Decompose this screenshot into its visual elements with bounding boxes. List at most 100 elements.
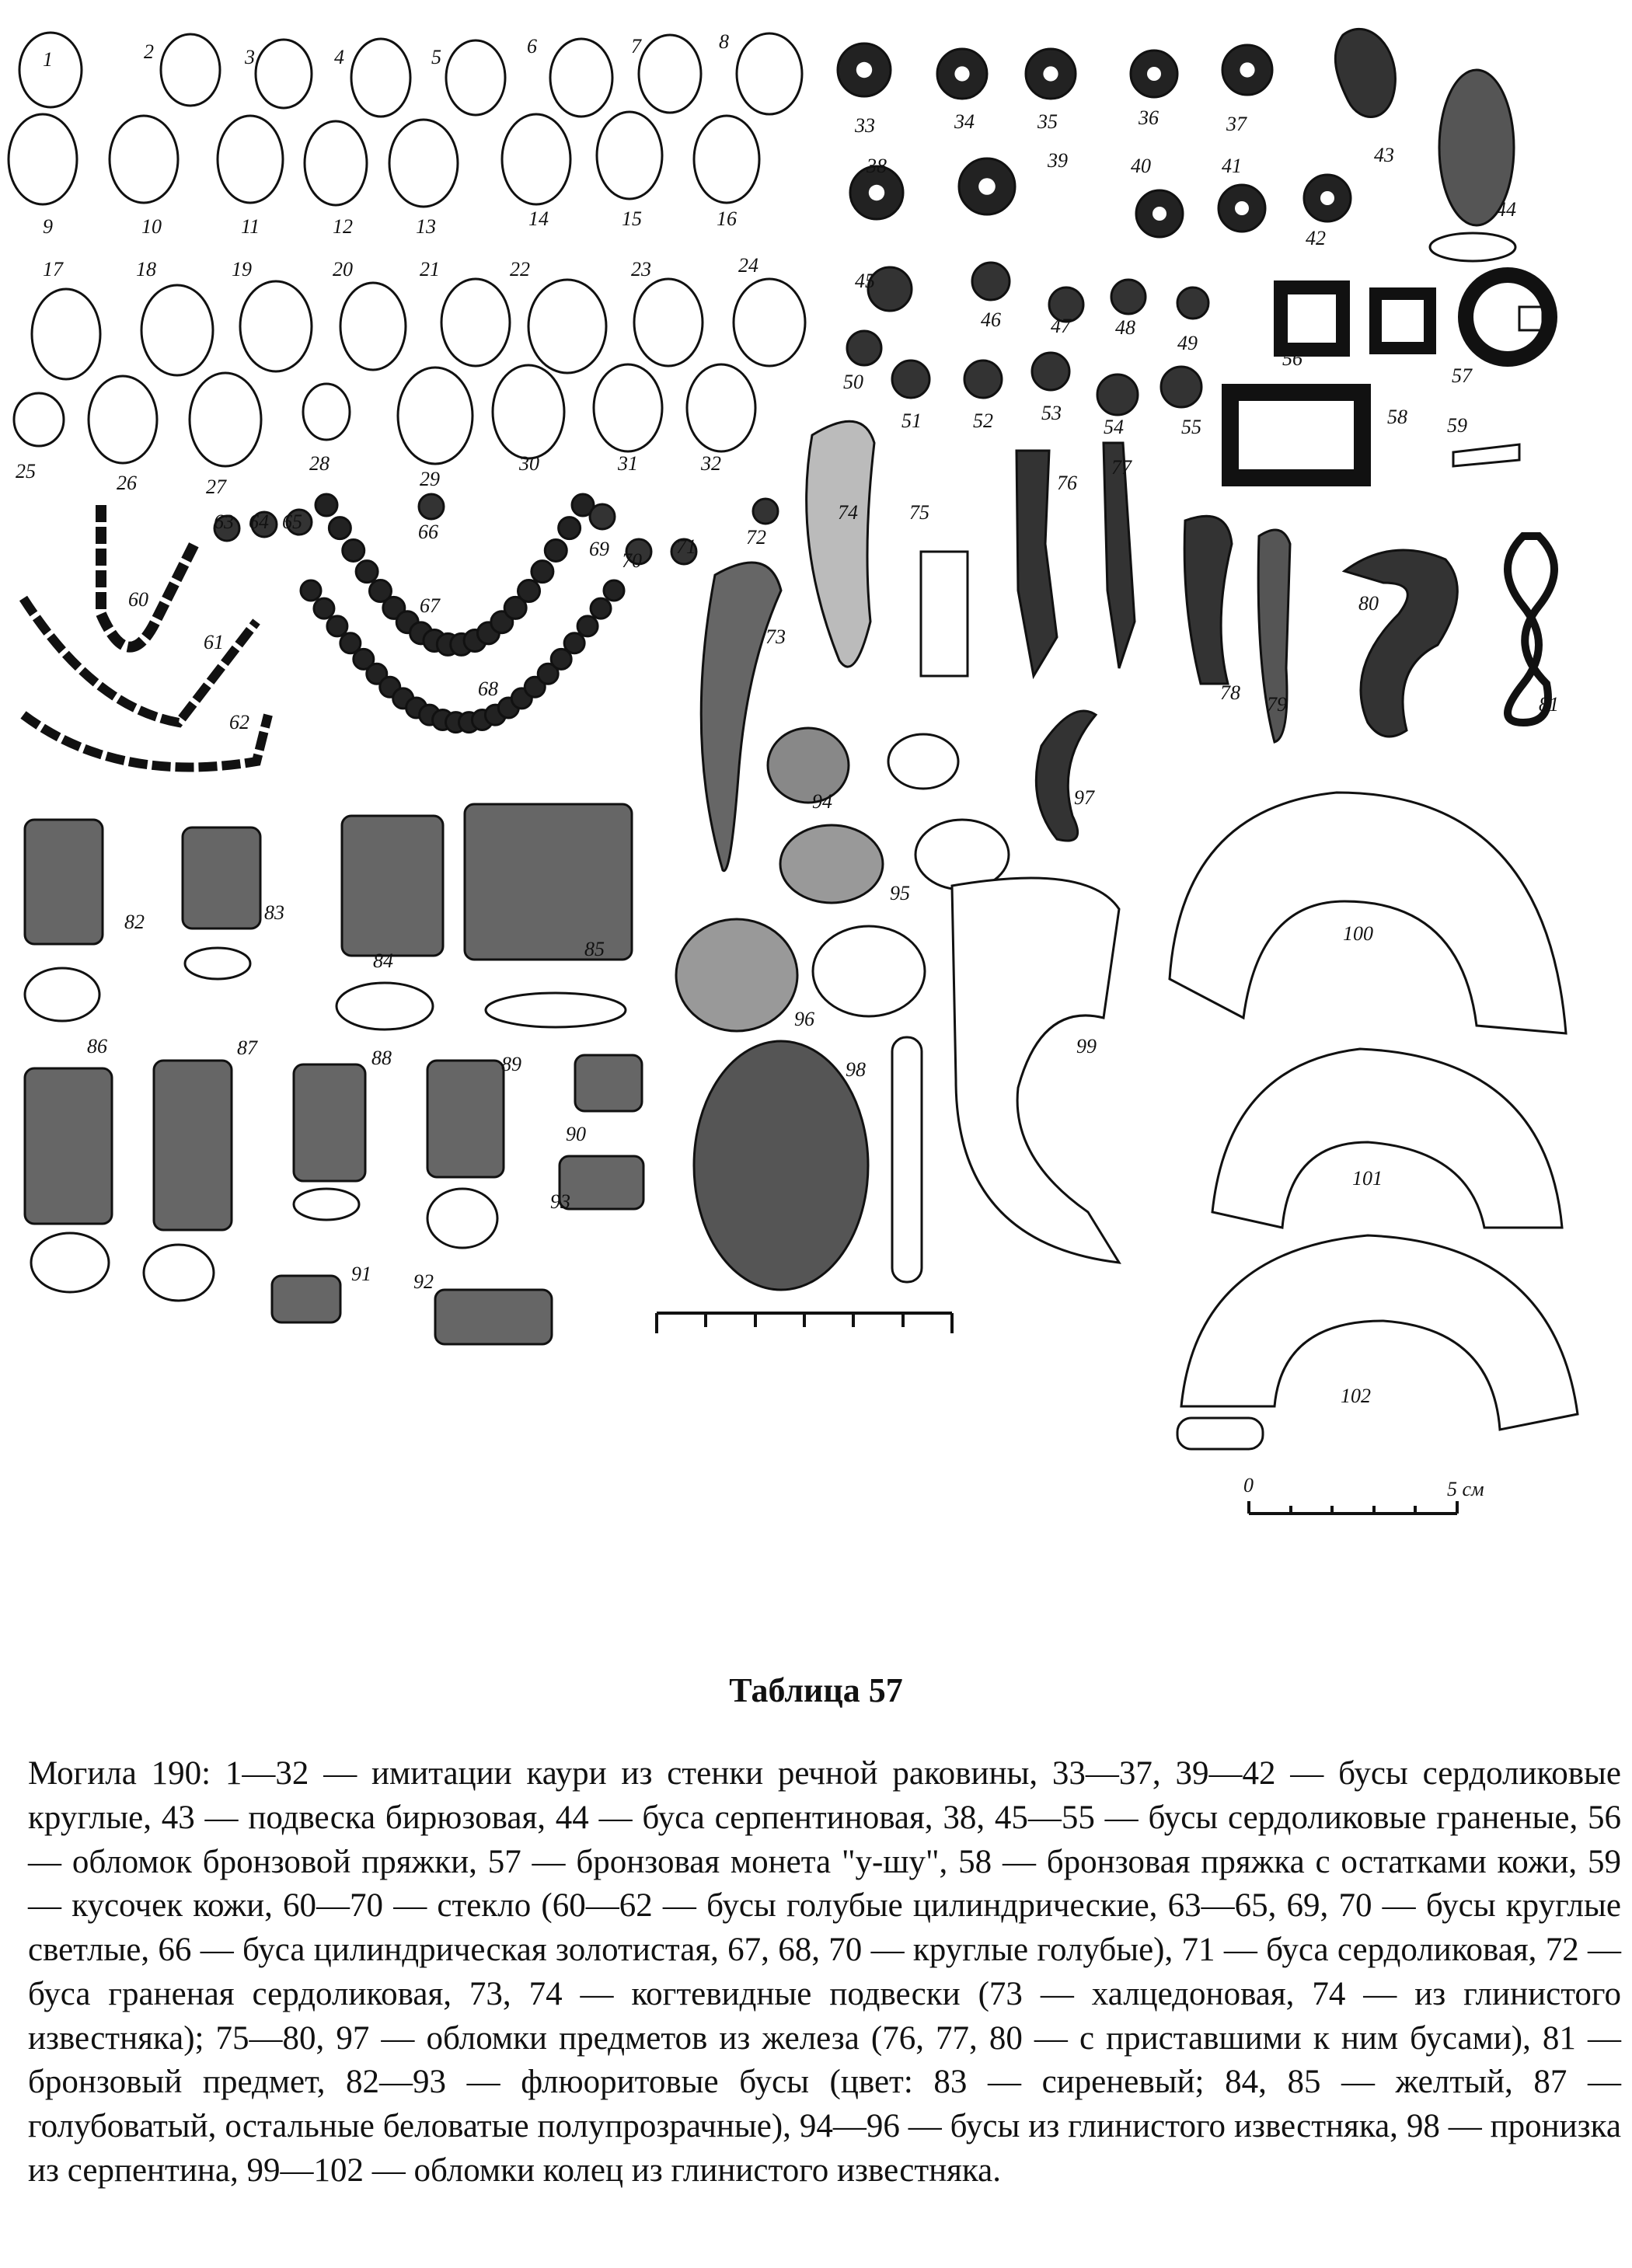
item-number-label: 4 xyxy=(334,46,344,68)
bronze-object xyxy=(1504,532,1558,727)
faceted-bead xyxy=(963,359,1003,399)
item-number-label: 10 xyxy=(141,215,162,238)
cowrie-bead xyxy=(108,114,180,204)
bead-hole xyxy=(1240,62,1255,78)
item-number-label: 46 xyxy=(981,308,1001,331)
bead-section xyxy=(811,925,926,1018)
item-number-label: 62 xyxy=(229,711,249,733)
item-number-label: 78 xyxy=(1220,681,1240,704)
claw-pendant xyxy=(805,420,876,668)
fluorite-bead xyxy=(270,1274,342,1324)
item-number-label: 7 xyxy=(631,35,642,57)
item-number-label: 67 xyxy=(420,594,441,617)
item-number-label: 84 xyxy=(373,949,393,972)
ring-fragment xyxy=(950,876,1121,1264)
fluorite-bead xyxy=(463,803,633,961)
blue-glass-bead xyxy=(576,615,599,638)
item-number-label: 82 xyxy=(124,911,145,933)
blue-glass-bead xyxy=(339,632,362,655)
scale-bar-small xyxy=(655,1312,954,1333)
item-number-label: 20 xyxy=(333,258,353,280)
item-number-label: 54 xyxy=(1104,416,1124,438)
item-number-label: 22 xyxy=(510,258,530,280)
item-number-label: 39 xyxy=(1047,149,1068,172)
item-number-label: 52 xyxy=(973,409,993,432)
glass-bead-string xyxy=(96,505,200,653)
item-number-label: 92 xyxy=(413,1270,434,1293)
bead-section xyxy=(335,981,434,1031)
item-number-label: 88 xyxy=(371,1047,392,1069)
cowrie-bead xyxy=(633,277,704,368)
fluorite-bead xyxy=(434,1288,553,1346)
bead-section xyxy=(30,1232,110,1294)
cowrie-bead xyxy=(254,38,313,110)
scale-bar-5cm xyxy=(1247,1501,1459,1515)
bead-section xyxy=(887,733,960,790)
item-number-label: 40 xyxy=(1131,155,1151,177)
bead-section xyxy=(292,1187,361,1221)
cowrie-bead xyxy=(216,114,284,204)
blue-glass-bead xyxy=(549,647,573,671)
faceted-bead xyxy=(867,266,913,312)
small-bead xyxy=(670,538,698,566)
item-number-label: 35 xyxy=(1037,110,1058,133)
faceted-bead xyxy=(1048,286,1085,323)
item-number-label: 49 xyxy=(1177,332,1198,354)
cowrie-bead xyxy=(732,277,807,368)
bead-hole xyxy=(868,184,885,201)
item-number-label: 5 xyxy=(431,46,441,68)
item-number-label: 53 xyxy=(1041,402,1062,424)
item-number-label: 60 xyxy=(128,588,148,611)
blue-glass-bead xyxy=(589,597,612,620)
blue-glass-bead xyxy=(602,579,626,602)
blue-glass-bead xyxy=(341,538,366,563)
cowrie-bead xyxy=(491,364,566,460)
blue-glass-bead xyxy=(352,647,375,671)
table-title: Таблица 57 xyxy=(729,1671,903,1709)
item-number-label: 17 xyxy=(43,258,64,280)
cowrie-bead xyxy=(87,375,159,465)
blue-glass-bead xyxy=(503,595,528,620)
item-number-label: 80 xyxy=(1358,592,1379,615)
item-number-label: 56 xyxy=(1282,347,1302,370)
limestone-bead xyxy=(766,726,850,804)
small-bead xyxy=(625,538,653,566)
item-number-label: 89 xyxy=(501,1053,521,1075)
fluorite-bead xyxy=(558,1155,645,1211)
glass-bead-string xyxy=(20,711,273,772)
item-number-label: 69 xyxy=(589,538,609,560)
cowrie-bead xyxy=(18,31,83,109)
blue-glass-bead xyxy=(523,675,546,699)
fluorite-bead xyxy=(152,1059,233,1232)
iron-fragment xyxy=(1015,449,1058,680)
item-number-label: 93 xyxy=(550,1190,570,1213)
claw-pendant xyxy=(699,561,783,873)
faceted-bead xyxy=(1030,351,1071,392)
bead-section xyxy=(183,946,252,981)
item-number-label: 70 xyxy=(622,549,642,572)
item-number-label: 19 xyxy=(232,258,252,280)
ring-section xyxy=(1176,1416,1264,1451)
item-number-label: 90 xyxy=(566,1123,586,1145)
cowrie-bead xyxy=(592,363,664,453)
cowrie-bead xyxy=(685,363,757,453)
blue-glass-bead xyxy=(368,579,392,604)
item-number-label: 55 xyxy=(1181,416,1201,438)
item-number-label: 65 xyxy=(282,510,302,533)
item-number-label: 64 xyxy=(249,510,269,533)
cowrie-bead xyxy=(188,371,263,468)
item-number-label: 12 xyxy=(333,215,353,238)
fluorite-bead xyxy=(23,1067,113,1225)
item-number-label: 6 xyxy=(527,35,537,57)
glass-bead-string xyxy=(19,595,260,728)
item-number-label: 26 xyxy=(117,472,137,494)
cowrie-bead xyxy=(388,118,459,208)
bead-section xyxy=(142,1243,215,1302)
cowrie-bead xyxy=(12,392,65,448)
item-number-label: 99 xyxy=(1076,1035,1097,1057)
bead-hole xyxy=(1320,191,1334,205)
ring-fragment xyxy=(1168,791,1567,1035)
scale-label-5cm: 5 см xyxy=(1447,1478,1484,1500)
item-number-label: 31 xyxy=(617,452,638,475)
